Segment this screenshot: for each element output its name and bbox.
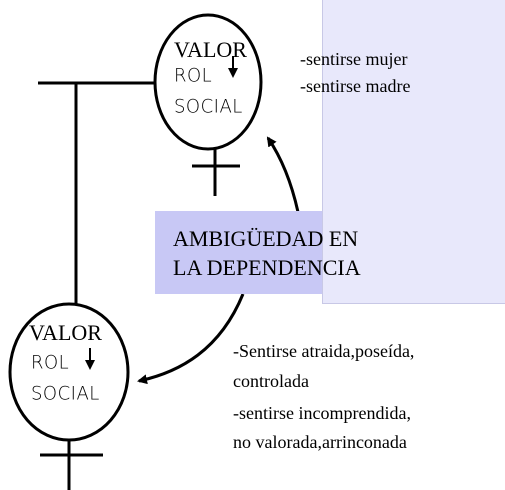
top-note-1: -sentirse mujer <box>300 49 408 69</box>
bottom-node-valor-label: VALOR <box>29 320 102 345</box>
ambiguity-box: AMBIGÜEDAD EN LA DEPENDENCIA <box>155 211 361 294</box>
bottom-note-2: controlada <box>233 371 309 391</box>
top-node-ellipse <box>153 13 263 151</box>
top-node-social-label: SOCIAL <box>174 95 243 118</box>
curved-arrow-down <box>137 293 245 385</box>
bottom-node-rol-label: ROL <box>31 351 70 374</box>
bottom-node-social-label: SOCIAL <box>31 382 100 405</box>
top-node-rol-label: ROL <box>174 64 213 87</box>
bottom-note-3: -sentirse incomprendida, <box>233 403 411 423</box>
bottom-note-4: no valorada,arrinconada <box>233 432 407 452</box>
top-node-valor-label: VALOR <box>174 37 247 62</box>
ambiguity-box-line-2: LA DEPENDENCIA <box>173 255 361 280</box>
ambiguity-box-line-1: AMBIGÜEDAD EN <box>173 226 359 251</box>
curved-arrow-up <box>266 136 300 213</box>
bottom-note-1: -Sentirse atraida,poseída, <box>233 341 415 361</box>
top-note-2: -sentirse madre <box>300 76 411 96</box>
side-panel <box>322 0 505 304</box>
